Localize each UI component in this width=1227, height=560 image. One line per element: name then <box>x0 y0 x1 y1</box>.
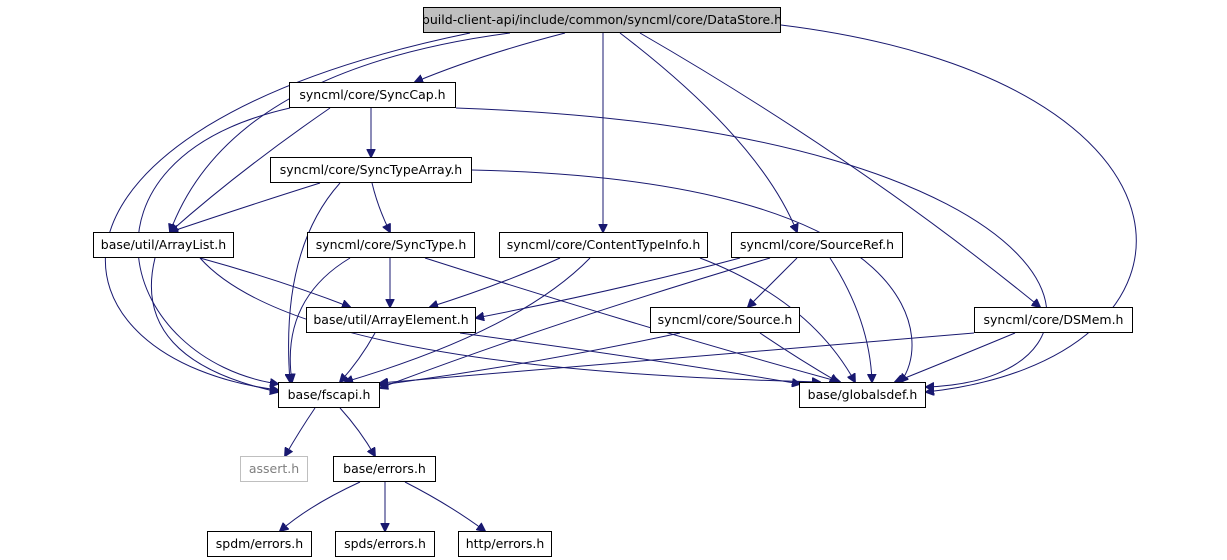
edge-dsmem-to-fscapi <box>380 332 975 383</box>
node-datastore-h: build-client-api/include/common/syncml/c… <box>422 7 782 33</box>
edge-errors-to-http_errors <box>404 481 485 531</box>
edge-errors-to-spdm_errors <box>280 481 361 531</box>
edge-contenttypeinfo-to-arrayelement <box>430 257 561 307</box>
node-http-errors-h[interactable]: http/errors.h <box>458 531 552 557</box>
node-dsmem-h[interactable]: syncml/core/DSMem.h <box>974 307 1133 333</box>
edge-synccap-to-arraylist <box>170 107 331 232</box>
edge-synctypearray-to-globalsdef <box>471 169 913 382</box>
node-spdm-errors-h[interactable]: spdm/errors.h <box>207 531 312 557</box>
node-arraylist-h[interactable]: base/util/ArrayList.h <box>93 232 234 258</box>
node-synccap-h[interactable]: syncml/core/SyncCap.h <box>289 82 456 108</box>
edge-datastore-to-synccap <box>415 32 566 82</box>
edge-sourceref-to-source <box>748 257 798 307</box>
edge-fscapi-to-assert <box>285 407 316 456</box>
edge-source-to-fscapi <box>380 332 681 385</box>
node-synctypearray-h[interactable]: syncml/core/SyncTypeArray.h <box>270 157 472 183</box>
node-source-h[interactable]: syncml/core/Source.h <box>650 307 800 333</box>
node-synctype-h[interactable]: syncml/core/SyncType.h <box>307 232 475 258</box>
node-errors-h[interactable]: base/errors.h <box>333 456 436 482</box>
edge-sourceref-to-globalsdef <box>829 257 872 382</box>
edge-synctypearray-to-fscapi <box>289 182 341 382</box>
edge-arrayelement-to-globalsdef <box>459 332 800 384</box>
edge-synccap-to-globalsdef <box>455 107 1048 387</box>
edge-arrayelement-to-fscapi <box>340 332 376 382</box>
node-contenttypeinfo-h[interactable]: syncml/core/ContentTypeInfo.h <box>499 232 708 258</box>
node-globalsdef-h[interactable]: base/globalsdef.h <box>799 382 926 408</box>
edge-synctype-to-fscapi <box>290 257 351 382</box>
edge-arraylist-to-arrayelement <box>199 257 350 307</box>
edge-sourceref-to-fscapi <box>380 257 771 388</box>
edge-fscapi-to-errors <box>339 407 375 456</box>
node-assert-h: assert.h <box>240 456 308 482</box>
edge-contenttypeinfo-to-fscapi <box>345 257 591 382</box>
edge-datastore-to-arraylist <box>170 32 511 232</box>
edge-synctype-to-globalsdef <box>424 257 840 382</box>
node-sourceref-h[interactable]: syncml/core/SourceRef.h <box>731 232 903 258</box>
edge-datastore-to-globalsdef <box>780 24 1137 392</box>
edge-synctypearray-to-arraylist <box>170 182 321 232</box>
edge-source-to-globalsdef <box>759 332 838 382</box>
edge-sourceref-to-arrayelement <box>476 257 741 318</box>
edge-arraylist-to-globalsdef <box>199 257 820 382</box>
edge-synctypearray-to-synctype <box>371 182 390 232</box>
edge-datastore-to-sourceref <box>619 32 797 232</box>
node-arrayelement-h[interactable]: base/util/ArrayElement.h <box>306 307 476 333</box>
edge-dsmem-to-globalsdef <box>895 332 1016 382</box>
edge-arraylist-to-fscapi <box>150 257 278 392</box>
node-spds-errors-h[interactable]: spds/errors.h <box>335 531 435 557</box>
node-fscapi-h[interactable]: base/fscapi.h <box>278 382 380 408</box>
